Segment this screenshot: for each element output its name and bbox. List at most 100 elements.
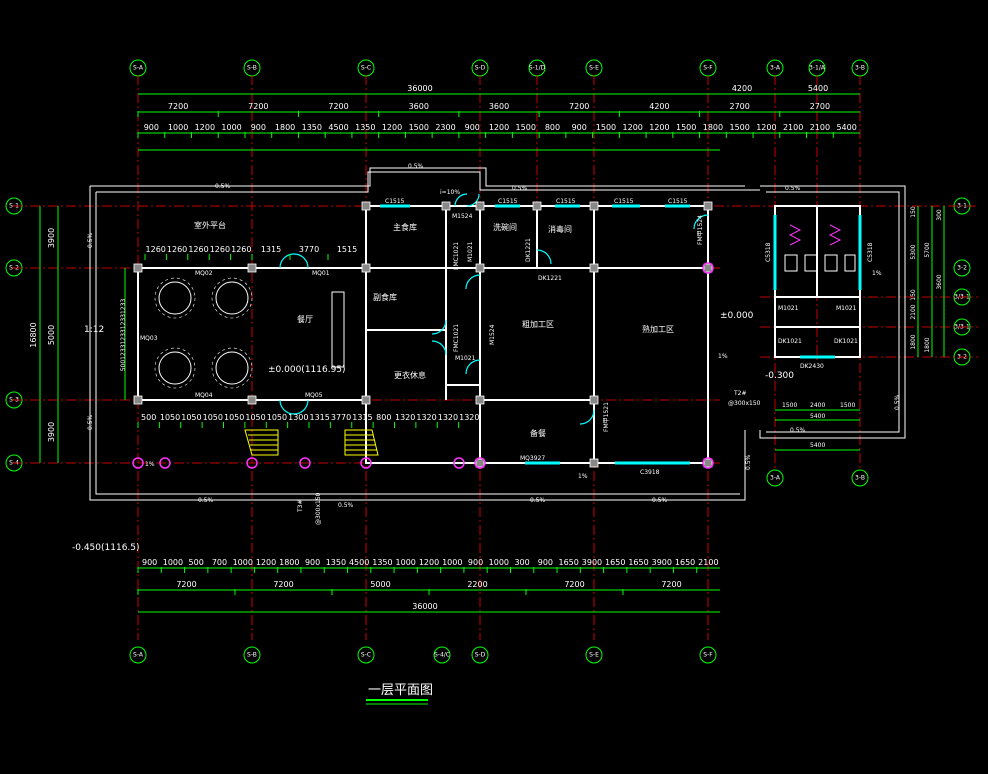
label-fmc1021-b: FMC1021 — [453, 324, 460, 352]
columns — [132, 201, 714, 469]
bottom-axis-bubble-2-circle — [357, 646, 375, 664]
top-row3-dim-15: 800 — [545, 123, 560, 132]
label-c1515-5: C1515 — [668, 198, 688, 205]
bottom-row1-dim-16: 300 — [514, 558, 529, 567]
top-row3-dim-1: 1000 — [168, 123, 188, 132]
windows — [380, 204, 690, 465]
bottom-axis-bubble-0-circle — [129, 646, 147, 664]
annex-dim-2: 2400 — [810, 402, 825, 409]
label-c1515-4: C1515 — [614, 198, 634, 205]
dim-low-2: 1050 — [181, 413, 201, 422]
bottom-axis-bubble-4-circle — [471, 646, 489, 664]
top-row2-dim-5: 7200 — [569, 102, 589, 111]
column-3 — [133, 395, 143, 405]
right-dim-1: 5700 — [924, 242, 931, 257]
bottom-row1-dim-23: 1650 — [675, 558, 695, 567]
slope-3: 0.5% — [512, 185, 528, 192]
dim-low-5: 1050 — [245, 413, 265, 422]
slope-7: 0.5% — [530, 497, 546, 504]
right-dimension-lines — [917, 206, 945, 357]
top-row2-dim-1: 7200 — [248, 102, 268, 111]
label-m1524-v: M1524 — [489, 324, 496, 345]
top-axis-bubble-0-label: S-A — [133, 65, 144, 72]
grid-lines — [12, 75, 978, 640]
top-axis-bubble-4: S-1/D — [528, 59, 546, 77]
top-row3-dim-4: 900 — [251, 123, 266, 132]
slope-8: 0.5% — [652, 497, 668, 504]
slope-14: 1% — [718, 353, 728, 360]
bottom-row1-dim-12: 1200 — [419, 558, 439, 567]
label-fmm1524: FM甲1524 — [697, 215, 704, 245]
dim-mid-0: 1315 — [261, 245, 281, 254]
dining-tables — [154, 277, 345, 389]
bottom-row2-dim-4: 7200 — [564, 580, 584, 589]
toilet-fixtures — [784, 224, 856, 272]
top-axis-bubble-7: 3-A — [766, 59, 784, 77]
dim-mid-2: 1515 — [337, 245, 357, 254]
elevation-outside: -0.450(1116.5) — [72, 543, 140, 553]
bottom-row1-dim-6: 1800 — [279, 558, 299, 567]
label-c1515-1: C1515 — [385, 198, 405, 205]
elevation-main: ±0.000(1116.95) — [268, 365, 346, 375]
bottom-axis-bubble-6-circle — [699, 646, 717, 664]
left-inner-dim-1: 3900 — [47, 228, 56, 248]
slope-i10: i=10% — [440, 189, 460, 196]
top-axis-bubble-4-label: S-1/D — [529, 65, 546, 72]
label-m1021-a: M1021 — [467, 241, 474, 262]
top-axis-bubble-8-label: 3-1/A — [809, 65, 826, 72]
label-m1021-c: M1021 — [778, 305, 799, 312]
column-marker-1 — [159, 457, 171, 469]
bottom-axis-bubble-1-circle — [243, 646, 261, 664]
slope-15: 1% — [872, 270, 882, 277]
top-axis-bubble-3: S-D — [471, 59, 489, 77]
top-axis-bubble-2-label: S-C — [361, 65, 371, 72]
bottom-row1-dim-1: 1000 — [163, 558, 183, 567]
column-2 — [361, 263, 371, 273]
bottom-row1-dim-7: 900 — [305, 558, 320, 567]
slope-4: 0.5% — [785, 185, 801, 192]
top-row3-dim-19: 1200 — [649, 123, 669, 132]
drain-1: T3# — [297, 499, 304, 513]
left-inner-dim-2: 5000 — [47, 325, 56, 345]
right-axis-bubble-1-label: 3-2 — [957, 265, 967, 272]
bottom-row1-dim-24: 2100 — [698, 558, 718, 567]
top-row2-dim-2: 7200 — [328, 102, 348, 111]
dim-1260-3: 1260 — [210, 245, 230, 254]
slope-1: 0.5% — [215, 183, 231, 190]
top-axis-bubble-0: S-A — [129, 59, 147, 77]
top-axis-bubble-1: S-B — [243, 59, 261, 77]
bottom-row1-dim-2: 500 — [189, 558, 204, 567]
top-row3-dim-26: 5400 — [836, 123, 856, 132]
bottom-axis-bubble-3-circle — [433, 646, 451, 664]
drawing-title: 一层平面图 — [368, 683, 433, 698]
bottom-row1-dim-15: 1000 — [489, 558, 509, 567]
dim-low-15: 1320 — [459, 413, 479, 422]
column-marker-4 — [360, 457, 372, 469]
top-row2-dim-8: 2700 — [810, 102, 830, 111]
column-marker-7 — [702, 262, 714, 274]
column-marker-2 — [246, 457, 258, 469]
bottom-axis-bubble-6: S-F — [699, 646, 717, 664]
top-axis-bubble-3-label: S-D — [475, 65, 486, 72]
right-grid-bubbles: 3-13-23/3-13/3-13-2 — [953, 197, 971, 366]
bottom-row1-dim-11: 1000 — [396, 558, 416, 567]
elevation-right: ±0.000 — [720, 311, 754, 321]
label-mq3927: MQ3927 — [520, 455, 545, 462]
bottom-axis-bubble-5-circle — [585, 646, 603, 664]
annex-dim-4: 5400 — [810, 413, 825, 420]
dim-1260-4: 1260 — [231, 245, 251, 254]
top-row3-dim-23: 1200 — [756, 123, 776, 132]
column-11 — [703, 263, 713, 273]
annex-axis-bubble-0-circle — [766, 469, 784, 487]
room-washing: 洗碗间 — [493, 222, 517, 232]
entrance-stairs — [244, 429, 379, 456]
label-mq05: MQ05 — [305, 392, 323, 399]
bottom-row1-dim-21: 1650 — [628, 558, 648, 567]
label-dk1021-b: DK1021 — [834, 338, 858, 345]
bottom-row1-dim-19: 3900 — [582, 558, 602, 567]
